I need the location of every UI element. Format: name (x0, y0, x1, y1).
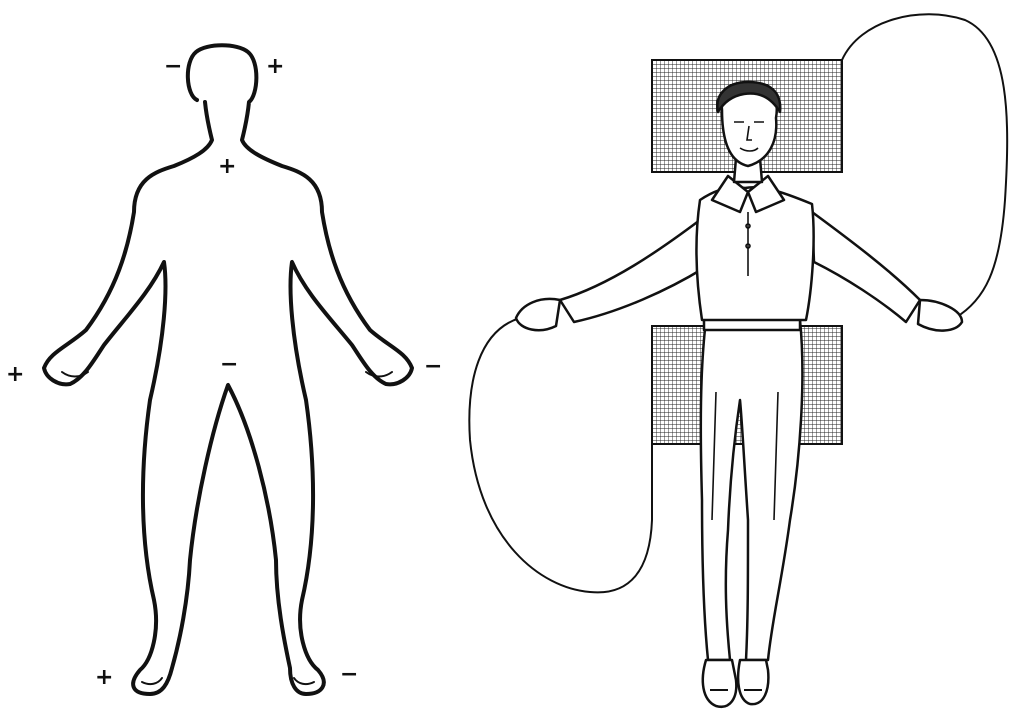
body-outline-panel: − + + + − − + − (0, 0, 450, 711)
polarity-head-right: + (266, 56, 284, 78)
polarity-head-left: − (164, 56, 182, 78)
polarity-hand-right: − (424, 356, 442, 378)
polarity-neck: + (218, 156, 236, 178)
polarity-foot-left: + (95, 667, 113, 689)
polarity-hand-left: + (6, 364, 24, 386)
man-with-grid-plates-and-wire-loops-icon (450, 0, 1011, 711)
polarity-groin: − (220, 354, 238, 376)
left-wire-loop (469, 318, 652, 592)
polarity-foot-right: − (340, 664, 358, 686)
man-illustration-panel (450, 0, 1011, 711)
